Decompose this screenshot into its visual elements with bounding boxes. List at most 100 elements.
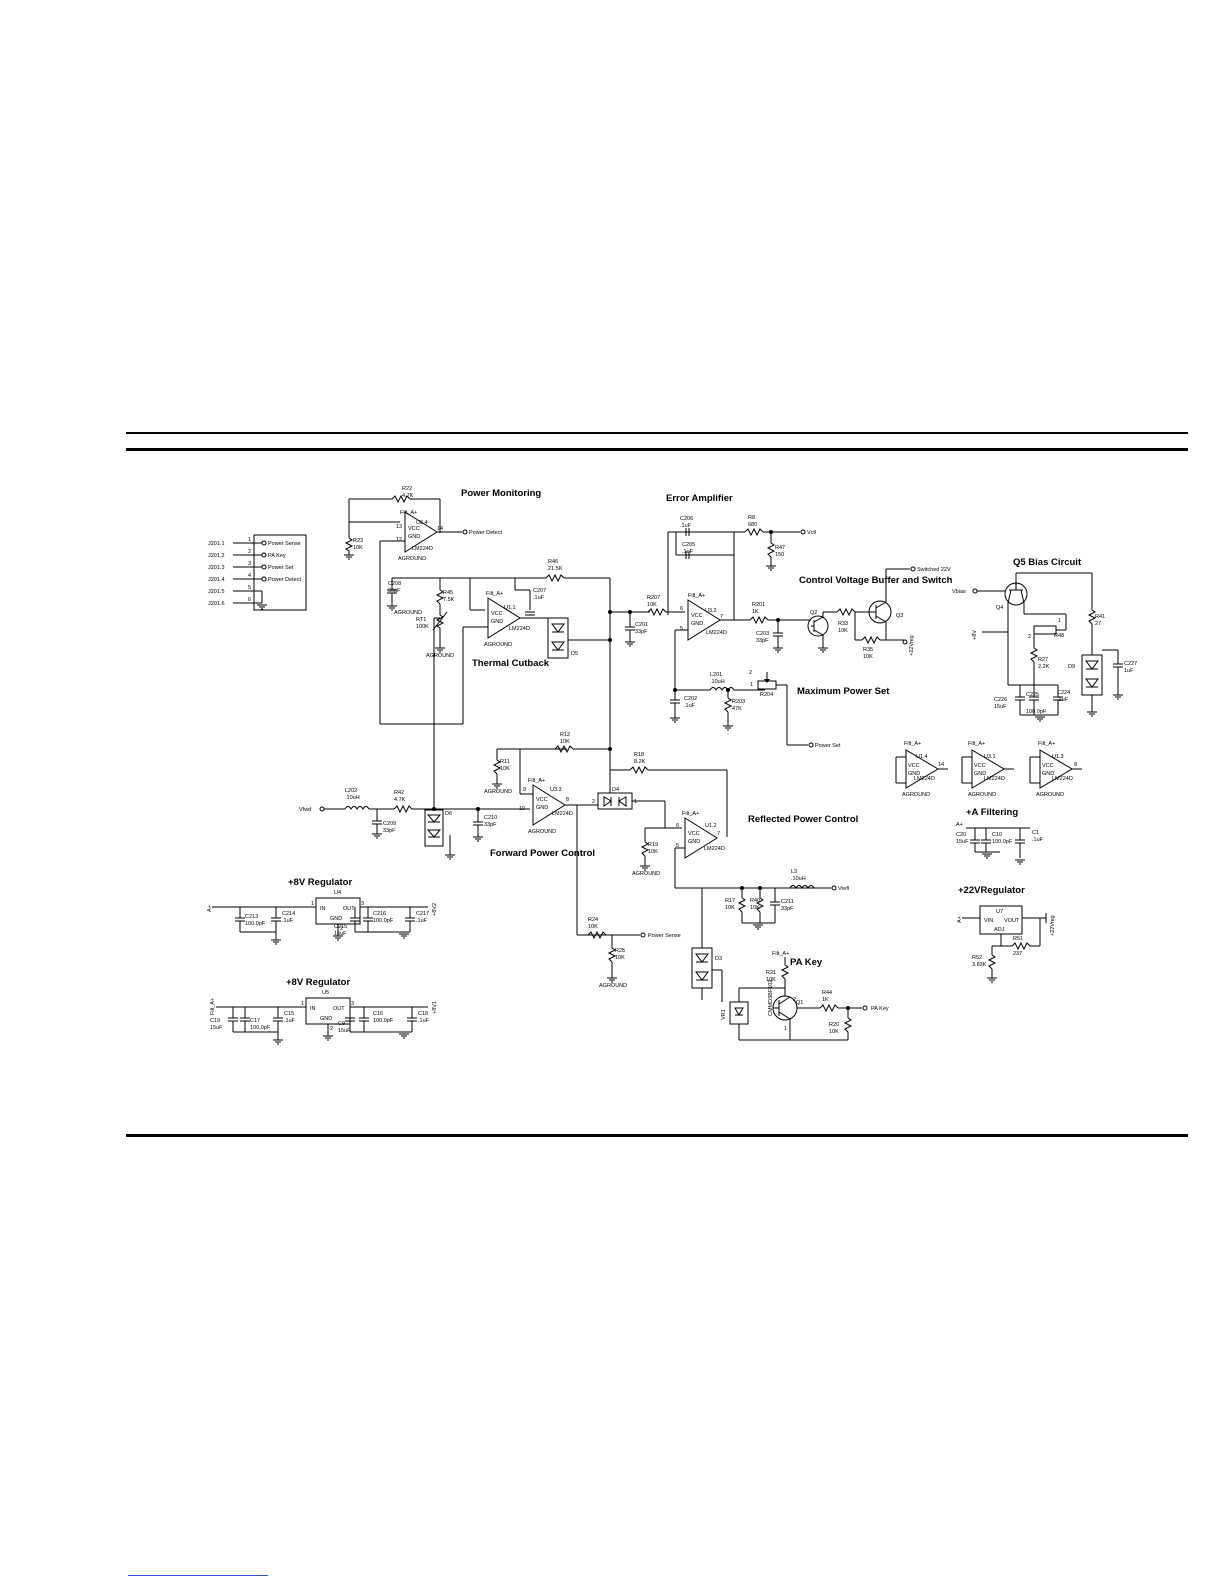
svg-text:Q4: Q4 [996,605,1003,611]
svg-text:8: 8 [566,797,569,803]
svg-text:D5: D5 [571,651,578,657]
svg-text:.10uH: .10uH [791,876,806,882]
svg-text:C202: C202 [684,696,697,702]
svg-text:GND: GND [691,621,703,627]
svg-text:Filt_A+: Filt_A+ [528,778,545,784]
svg-text:GND: GND [688,839,700,845]
svg-text:33pF: 33pF [484,822,497,828]
svg-text:GND: GND [908,771,920,777]
svg-text:LM224D: LM224D [1052,776,1073,782]
svg-text:LM224D: LM224D [552,811,573,817]
svg-text:C226: C226 [994,697,1007,703]
svg-text:VCC: VCC [691,613,703,619]
svg-text:A+: A+ [956,822,963,828]
svg-text:R203: R203 [732,699,745,705]
svg-text:U3.1: U3.1 [984,754,996,760]
svg-text:15uF: 15uF [338,1028,351,1034]
svg-text:6: 6 [680,606,683,612]
svg-text:R45: R45 [443,590,453,596]
svg-text:GND: GND [536,805,548,811]
svg-text:.1uF: .1uF [682,549,694,555]
svg-text:2: 2 [592,799,595,805]
svg-text:R42: R42 [394,790,404,796]
svg-text:AGROUND: AGROUND [394,610,422,616]
svg-text:100.0pF: 100.0pF [245,921,266,927]
svg-text:Vctl: Vctl [807,530,816,536]
svg-text:C210: C210 [484,815,497,821]
svg-text:.1uF: .1uF [282,918,294,924]
svg-text:Power Sense: Power Sense [268,541,301,547]
svg-text:10K: 10K [863,654,873,660]
svg-text:R207: R207 [647,595,660,601]
svg-text:5: 5 [676,843,679,849]
svg-text:J201.6: J201.6 [208,601,225,607]
header-rule-thick [126,448,1188,451]
svg-text:27: 27 [1095,621,1101,627]
svg-text:.1uF: .1uF [533,595,545,601]
pa-key-circuit: D3 VR1 CMMD3BF102 Filt_A+ R21 10K Q1 21 … [691,888,889,1041]
svg-text:10K: 10K [647,602,657,608]
svg-text:.10uH: .10uH [345,795,360,801]
svg-text:100K: 100K [416,624,429,630]
svg-text:L201: L201 [710,672,722,678]
svg-text:U1.1: U1.1 [504,605,516,611]
svg-text:C16: C16 [373,1011,383,1017]
svg-text:33pF: 33pF [756,638,769,644]
header-rule-thin [126,432,1188,434]
svg-text:2: 2 [749,670,752,676]
title-pa-key: PA Key [790,957,823,968]
svg-text:7: 7 [720,614,723,620]
svg-text:LM224D: LM224D [984,776,1005,782]
svg-text:Q3: Q3 [896,613,903,619]
svg-text:3: 3 [248,561,251,567]
title-power-monitoring: Power Monitoring [461,488,541,499]
svg-text:R8: R8 [748,515,755,521]
svg-text:R27: R27 [1038,657,1048,663]
svg-text:VCC: VCC [688,831,700,837]
svg-text:Filt_A+: Filt_A+ [400,510,417,516]
svg-text:C211: C211 [781,899,794,905]
svg-text:J201.5: J201.5 [208,589,225,595]
svg-text:33pF: 33pF [383,828,396,834]
svg-text:R21: R21 [766,970,776,976]
svg-text:R12: R12 [560,732,570,738]
svg-text:VOUT: VOUT [1004,918,1020,924]
svg-text:AGROUND: AGROUND [484,642,512,648]
svg-text:1K: 1K [822,997,829,1003]
svg-text:Filt_A+: Filt_A+ [968,741,985,747]
svg-text:Filt_A+: Filt_A+ [688,593,705,599]
svg-text:CMMD3BF102: CMMD3BF102 [768,980,774,1016]
svg-text:VCC: VCC [908,763,920,769]
power-monitoring-circuit: R22 4.7K R23 10K VCC GND U3.4 LM224D Fil… [343,486,502,725]
svg-text:D9: D9 [1068,664,1075,670]
control-voltage-switch-circuit: Q2 R33 10K Q3 Switched 22V R35 10K +22Vr… [807,566,951,660]
svg-text:C227: C227 [1124,661,1137,667]
svg-text:GND: GND [320,1016,332,1022]
svg-text:PA Key: PA Key [268,553,286,559]
footer-link-underline[interactable] [128,1575,268,1576]
svg-text:+22Vreg: +22Vreg [909,635,915,656]
title-reflected-power-control: Reflected Power Control [748,814,858,825]
svg-text:Q2: Q2 [810,610,817,616]
svg-text:C18: C18 [418,1011,428,1017]
svg-text:C20: C20 [956,832,966,838]
svg-text:GND: GND [974,771,986,777]
svg-text:C209: C209 [383,821,396,827]
svg-text:1: 1 [784,1026,787,1032]
svg-text:L202: L202 [345,788,357,794]
svg-text:10K: 10K [560,739,570,745]
svg-text:.10uH: .10uH [710,679,725,685]
svg-text:A+: A+ [957,916,963,923]
svg-text:AGROUND: AGROUND [484,789,512,795]
svg-text:10K: 10K [588,924,598,930]
svg-text:6: 6 [248,597,251,603]
svg-text:150: 150 [775,552,784,558]
svg-text:R201: R201 [752,602,765,608]
svg-text:R51: R51 [1013,936,1023,942]
svg-text:C225: C225 [1026,692,1039,698]
connector-j201: J201.1 J201.2 J201.3 J201.4 J201.5 J201.… [208,534,307,611]
title-maximum-power-set: Maximum Power Set [797,686,890,697]
